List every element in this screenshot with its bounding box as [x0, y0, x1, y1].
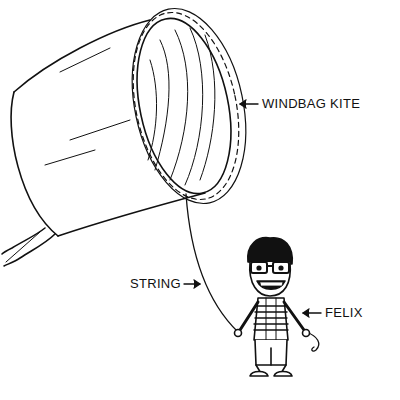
kite-opening — [122, 10, 245, 202]
kite-inner-lines — [148, 28, 215, 185]
part-label: FELIX — [325, 305, 363, 321]
kite-shading — [45, 48, 130, 165]
part-label: STRING — [130, 276, 181, 292]
leader-arrow — [184, 100, 321, 317]
kite-outline — [58, 193, 205, 236]
kite-stitching — [117, 3, 254, 210]
kite-tail — [4, 234, 55, 266]
kite-outline — [11, 92, 58, 236]
felix-figure — [235, 238, 310, 376]
kite-tail — [2, 228, 45, 254]
kite-string — [186, 194, 238, 332]
kite-rim — [116, 0, 263, 214]
kite-tail — [6, 232, 40, 262]
part-label: WINDBAG KITE — [262, 96, 360, 112]
kite-outline — [14, 20, 150, 92]
